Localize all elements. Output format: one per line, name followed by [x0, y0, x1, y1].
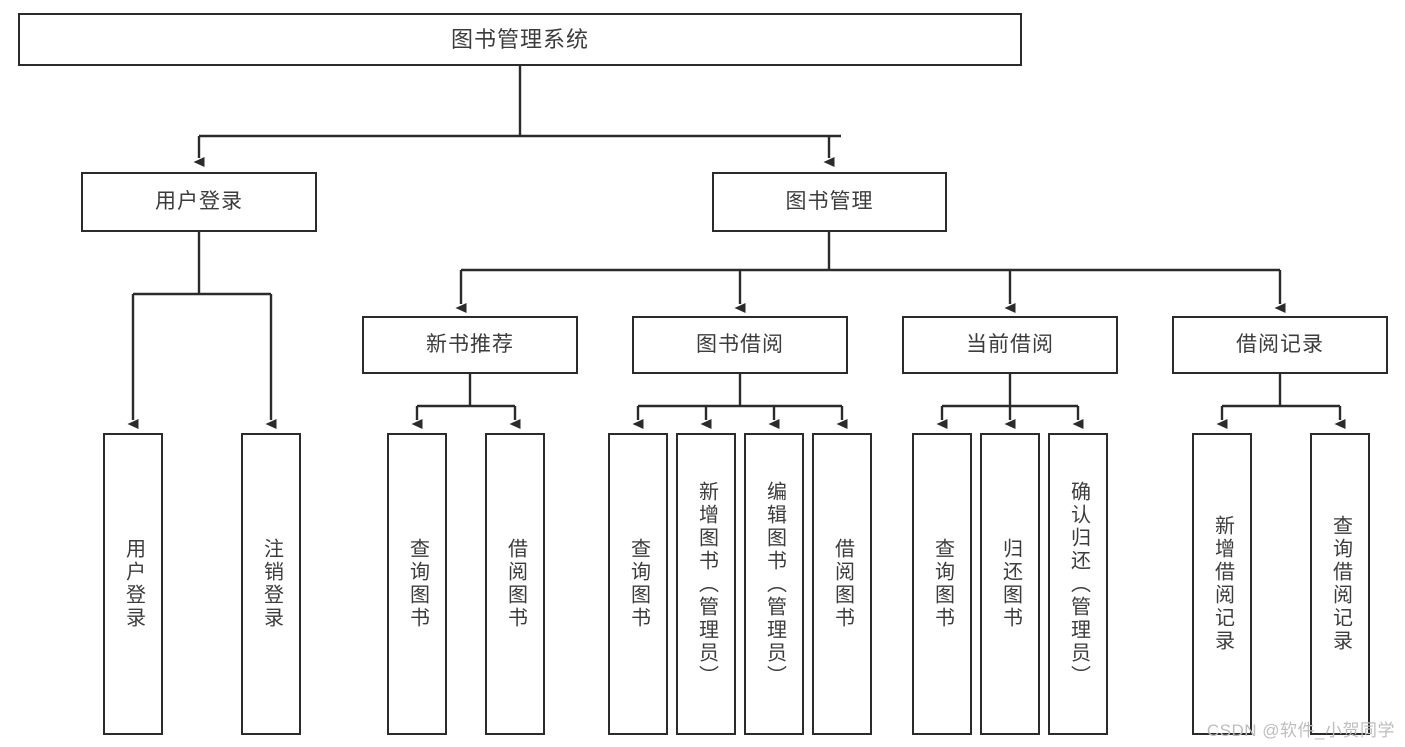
- node-leaf-query-record[interactable]: 查询借阅记录: [1310, 433, 1370, 735]
- node-leaf-borrow-book-2[interactable]: 借阅图书: [812, 433, 872, 735]
- node-leaf-user-login[interactable]: 用户登录: [103, 433, 163, 735]
- node-leaf-borrow-book-2-label: 借阅图书: [831, 538, 854, 630]
- node-book-borrow-label: 图书借阅: [696, 332, 784, 356]
- node-borrow-record-label: 借阅记录: [1236, 332, 1324, 356]
- node-leaf-query-record-label: 查询借阅记录: [1329, 515, 1352, 653]
- node-user-login-label: 用户登录: [155, 189, 243, 213]
- node-new-book-rec-label: 新书推荐: [426, 332, 514, 356]
- node-current-borrow-label: 当前借阅: [966, 332, 1054, 356]
- csdn-watermark: CSDN @软件_小贺同学: [1206, 721, 1395, 740]
- node-leaf-query-book-1[interactable]: 查询图书: [387, 433, 447, 735]
- node-leaf-confirm-return[interactable]: 确认归还（管理员）: [1048, 433, 1108, 735]
- node-leaf-borrow-book-1-label: 借阅图书: [504, 538, 527, 630]
- node-leaf-return-book[interactable]: 归还图书: [980, 433, 1040, 735]
- node-leaf-add-record[interactable]: 新增借阅记录: [1192, 433, 1252, 735]
- node-leaf-edit-book-label: 编辑图书（管理员）: [763, 480, 786, 688]
- node-leaf-query-book-3-label: 查询图书: [931, 538, 954, 630]
- node-new-book-rec[interactable]: 新书推荐: [362, 316, 578, 374]
- node-leaf-add-record-label: 新增借阅记录: [1211, 515, 1234, 653]
- node-leaf-query-book-3[interactable]: 查询图书: [912, 433, 972, 735]
- node-leaf-add-book[interactable]: 新增图书（管理员）: [676, 433, 736, 735]
- node-current-borrow[interactable]: 当前借阅: [902, 316, 1118, 374]
- node-leaf-query-book-2-label: 查询图书: [627, 538, 650, 630]
- node-book-borrow[interactable]: 图书借阅: [632, 316, 848, 374]
- node-user-login[interactable]: 用户登录: [81, 172, 317, 232]
- node-book-manage[interactable]: 图书管理: [712, 172, 947, 232]
- node-root-label: 图书管理系统: [450, 26, 589, 52]
- node-book-manage-label: 图书管理: [785, 189, 874, 213]
- node-leaf-borrow-book-1[interactable]: 借阅图书: [485, 433, 545, 735]
- node-leaf-add-book-label: 新增图书（管理员）: [695, 480, 718, 688]
- node-leaf-logout[interactable]: 注销登录: [241, 433, 301, 735]
- node-root[interactable]: 图书管理系统: [18, 13, 1022, 66]
- node-leaf-user-login-label: 用户登录: [122, 538, 145, 630]
- node-leaf-confirm-return-label: 确认归还（管理员）: [1067, 480, 1090, 688]
- node-leaf-return-book-label: 归还图书: [999, 538, 1022, 630]
- node-leaf-logout-label: 注销登录: [260, 538, 283, 630]
- node-leaf-query-book-2[interactable]: 查询图书: [608, 433, 668, 735]
- node-borrow-record[interactable]: 借阅记录: [1172, 316, 1388, 374]
- node-leaf-edit-book[interactable]: 编辑图书（管理员）: [744, 433, 804, 735]
- node-leaf-query-book-1-label: 查询图书: [406, 538, 429, 630]
